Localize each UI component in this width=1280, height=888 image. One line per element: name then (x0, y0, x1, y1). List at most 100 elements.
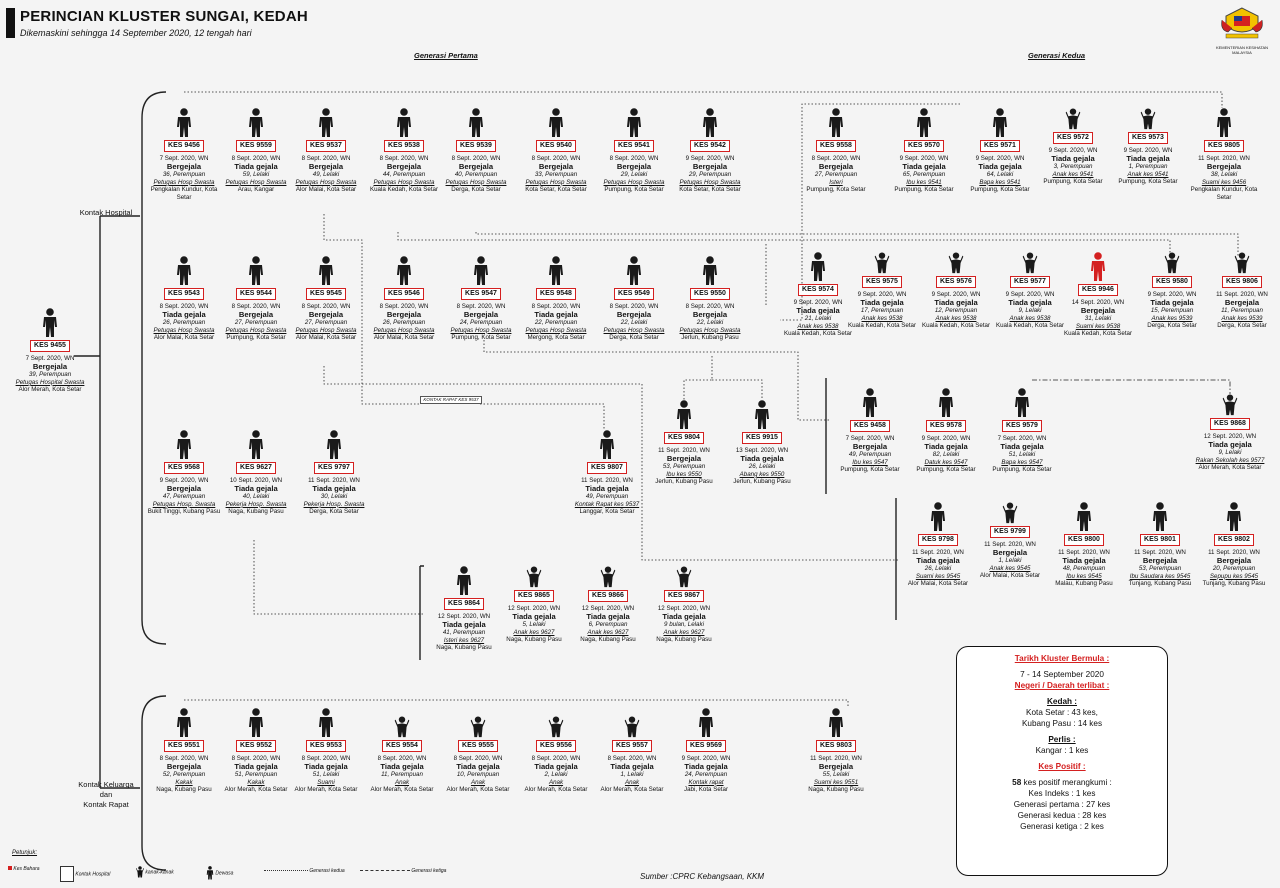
case-date: 12 Sept. 2020, WN (437, 612, 491, 620)
case-status: Tiada gejala (1008, 298, 1052, 308)
case-age-gender: 2, Lelaki (544, 771, 568, 779)
case-relation: Anak kes 9539 (1221, 314, 1263, 322)
case-age-gender: 22, Lelaki (696, 319, 724, 327)
case-relation: Petugas Hosp Swasta (679, 326, 741, 334)
case-date: 8 Sept. 2020, WN (531, 754, 581, 762)
case-id-label: KES 9797 (314, 462, 354, 474)
case-age-gender: 11, Perempuan (1221, 307, 1263, 315)
legend-gen3-label: Generasi ketiga (411, 868, 447, 874)
case-age-gender: 1, Lelaki (620, 771, 644, 779)
case-status: Tiada gejala (586, 612, 630, 622)
case-date: 11 Sept. 2020, WN (1058, 548, 1110, 556)
gen2-link-9456-9805 (184, 91, 1223, 108)
case-id-label: KES 9569 (686, 740, 726, 752)
adult-figure-icon (146, 256, 222, 286)
case-age-gender: 20, Perempuan (1212, 565, 1256, 573)
case-status: Tiada gejala (1000, 442, 1044, 452)
source-note: Sumber :CPRC Kebangsaan, KKM (640, 872, 765, 881)
case-location: Alor Merah, Kota Setar (18, 386, 82, 394)
case-status: Bergejala (166, 762, 202, 772)
first-generation-label: Generasi Pertama (414, 51, 478, 60)
case-location: Pumpung, Kota Setar (840, 466, 900, 474)
case-status: Bergejala (386, 310, 422, 320)
case-date: 11 Sept. 2020, WN (1208, 548, 1260, 556)
case-status: Tiada gejala (234, 484, 278, 494)
header-bar (6, 8, 15, 38)
child-figure-icon (496, 566, 572, 588)
case-location: Pumpung, Kota Setar (451, 334, 511, 342)
case-status: Tiada gejala (304, 762, 348, 772)
case-relation: Bapa kes 9541 (979, 178, 1021, 186)
summary-kedah-line-1: Kota Setar : 43 kes, (1026, 708, 1098, 717)
case-status: Tiada gejala (442, 620, 486, 630)
adult-figure-icon (366, 108, 442, 138)
case-age-gender: 33, Perempuan (534, 171, 578, 179)
case-status: Tiada gejala (380, 762, 424, 772)
adult-figure-icon (672, 256, 748, 286)
summary-region-heading: Negeri / Daerah terlibat : (1014, 681, 1110, 690)
case-location: Pumpung, Kota Setar (806, 186, 866, 194)
case-location: Derga, Kota Setar (1147, 322, 1197, 330)
case-age-gender: 29, Perempuan (688, 171, 732, 179)
legend-index-label: Kes Bahara (13, 866, 40, 872)
case-id-label: KES 9455 (30, 340, 70, 352)
case-date: 8 Sept. 2020, WN (453, 754, 503, 762)
case-location: Kuala Kedah, Kota Setar (995, 322, 1065, 330)
index-to-groups-connector (74, 215, 140, 789)
case-date: 9 Sept. 2020, WN (685, 154, 735, 162)
case-age-gender: 64, Lelaki (986, 171, 1014, 179)
case-age-gender: 24, Perempuan (459, 319, 503, 327)
case-age-gender: 51, Lelaki (312, 771, 340, 779)
case-id-label: KES 9568 (164, 462, 204, 474)
case-relation: Anak kes 9538 (861, 314, 903, 322)
case-id-label: KES 9539 (456, 140, 496, 152)
case-age-gender: 26, Perempuan (162, 319, 206, 327)
page-title: PERINCIAN KLUSTER SUNGAI, KEDAH (20, 8, 308, 25)
adult-figure-icon (646, 400, 722, 430)
case-date: 8 Sept. 2020, WN (379, 302, 429, 310)
case-age-gender: 9, Lelaki (1018, 307, 1042, 315)
case-date: 8 Sept. 2020, WN (301, 154, 351, 162)
adult-figure-icon (596, 256, 672, 286)
case-age-gender: 27, Perempuan (814, 171, 858, 179)
case-date: 8 Sept. 2020, WN (685, 302, 735, 310)
case-relation: Anak kes 9541 (1052, 170, 1094, 178)
case-location: Naga, Kubang Pasu (228, 508, 284, 516)
case-id-label: KES 9458 (850, 420, 890, 432)
case-id-label: KES 9553 (306, 740, 346, 752)
child-figure-icon (918, 252, 994, 274)
case-status: Bergejala (852, 442, 888, 452)
case-date: 14 Sept. 2020, WN (1071, 298, 1125, 306)
case-location: Pumpung, Kota Setar (226, 334, 286, 342)
case-status: Tiada gejala (534, 762, 578, 772)
adult-figure-icon (798, 708, 874, 738)
case-date: 8 Sept. 2020, WN (531, 154, 581, 162)
legend-hospital-label: Kontak Hospital (75, 871, 111, 878)
case-age-gender: 44, Perempuan (382, 171, 426, 179)
case-age-gender: 49, Perempuan (585, 493, 629, 501)
case-relation: Ibu kes 9545 (1066, 572, 1102, 580)
adult-figure-icon (366, 256, 442, 286)
case-date: 11 Sept. 2020, WN (308, 476, 360, 484)
child-figure-icon (992, 252, 1068, 274)
case-date: 8 Sept. 2020, WN (231, 754, 281, 762)
case-date: 13 Sept. 2020, WN (735, 446, 789, 454)
child-figure-icon (1110, 108, 1186, 130)
case-age-gender: 40, Perempuan (454, 171, 498, 179)
case-date: 8 Sept. 2020, WN (301, 754, 351, 762)
child-figure-icon (646, 566, 722, 588)
case-status: Tiada gejala (902, 162, 946, 172)
